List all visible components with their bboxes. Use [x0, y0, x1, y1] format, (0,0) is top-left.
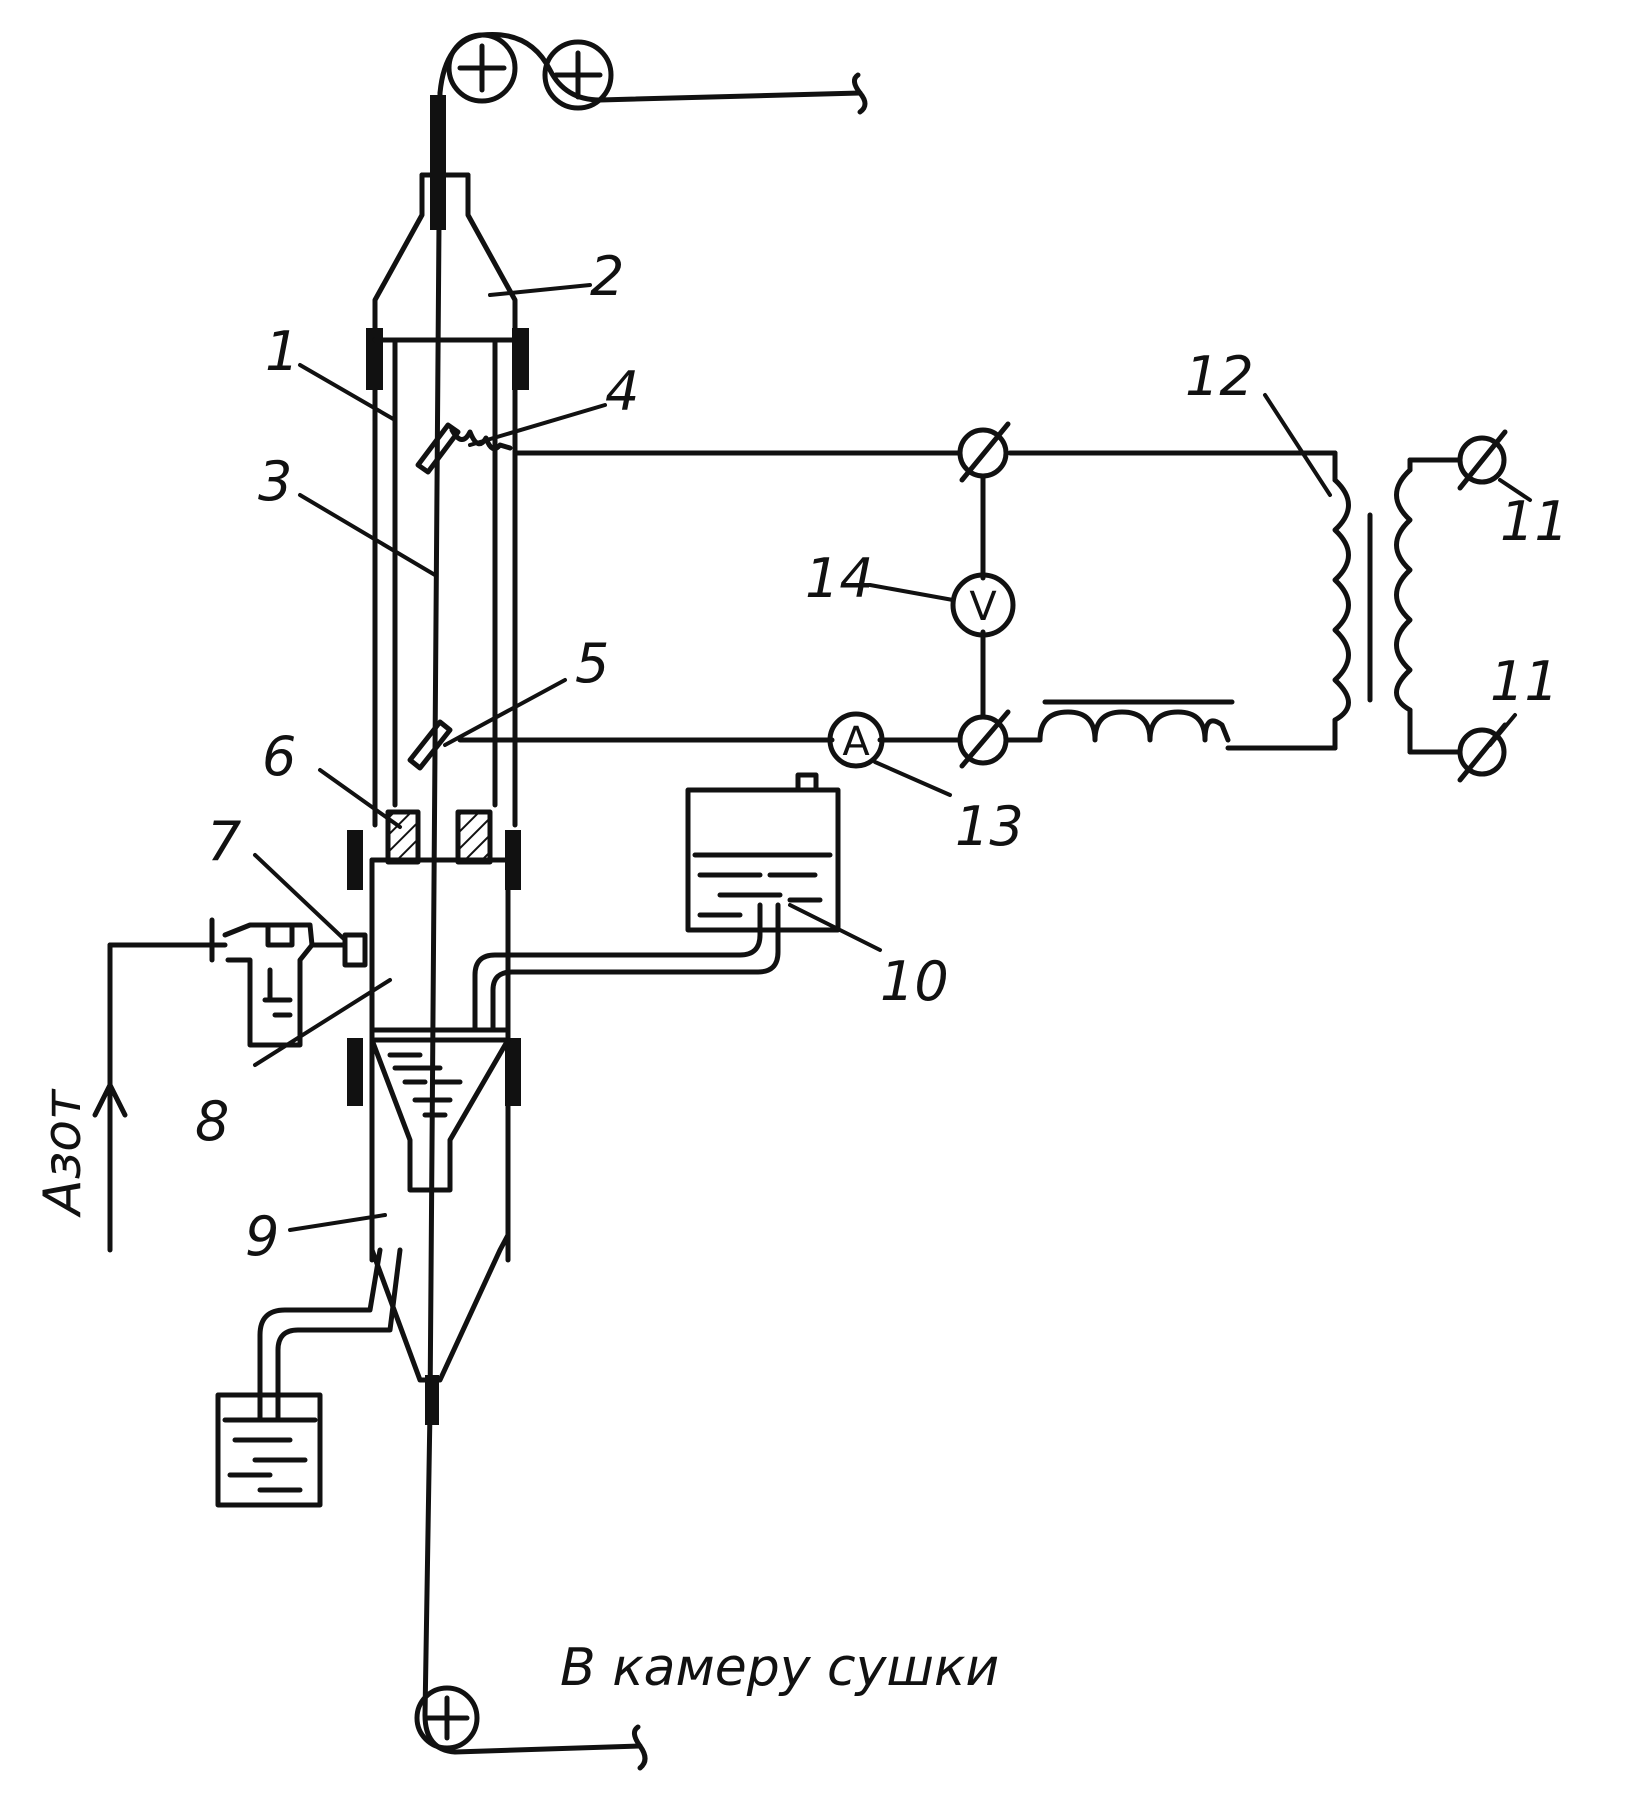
fiber-wire — [425, 93, 446, 1715]
label-2: 2 — [590, 245, 624, 308]
label-8: 8 — [195, 1090, 229, 1153]
label-13: 13 — [955, 795, 1024, 858]
terminal-top — [960, 424, 1008, 480]
seal-blocks — [388, 812, 490, 862]
electrical-circuit — [460, 453, 1458, 752]
label-6: 6 — [262, 725, 296, 788]
label-11-top: 11 — [1500, 490, 1569, 553]
tank-10 — [475, 775, 838, 1030]
bottom-pulley — [417, 1688, 645, 1768]
label-7: 7 — [207, 810, 241, 873]
label-10: 10 — [880, 950, 949, 1013]
label-3: 3 — [258, 450, 292, 513]
label-9: 9 — [245, 1205, 279, 1268]
terminal-bottom — [960, 712, 1008, 766]
label-1: 1 — [265, 320, 299, 383]
label-12: 12 — [1185, 345, 1254, 408]
label-5: 5 — [575, 632, 609, 695]
voltmeter-icon: V — [953, 575, 1013, 635]
top-pulleys — [440, 34, 865, 112]
bottom-caption: В камеру сушки — [560, 1638, 999, 1698]
ammeter-symbol: A — [842, 719, 870, 765]
label-11-bottom: 11 — [1490, 650, 1559, 713]
drain-beaker — [218, 1250, 400, 1505]
top-cone — [366, 175, 529, 390]
nitrogen-inlet — [95, 920, 365, 1250]
label-14: 14 — [805, 547, 874, 610]
nitrogen-label: Азот — [33, 1088, 93, 1218]
voltmeter-symbol: V — [969, 584, 997, 630]
label-4: 4 — [605, 360, 639, 423]
ammeter-icon: A — [830, 714, 882, 766]
